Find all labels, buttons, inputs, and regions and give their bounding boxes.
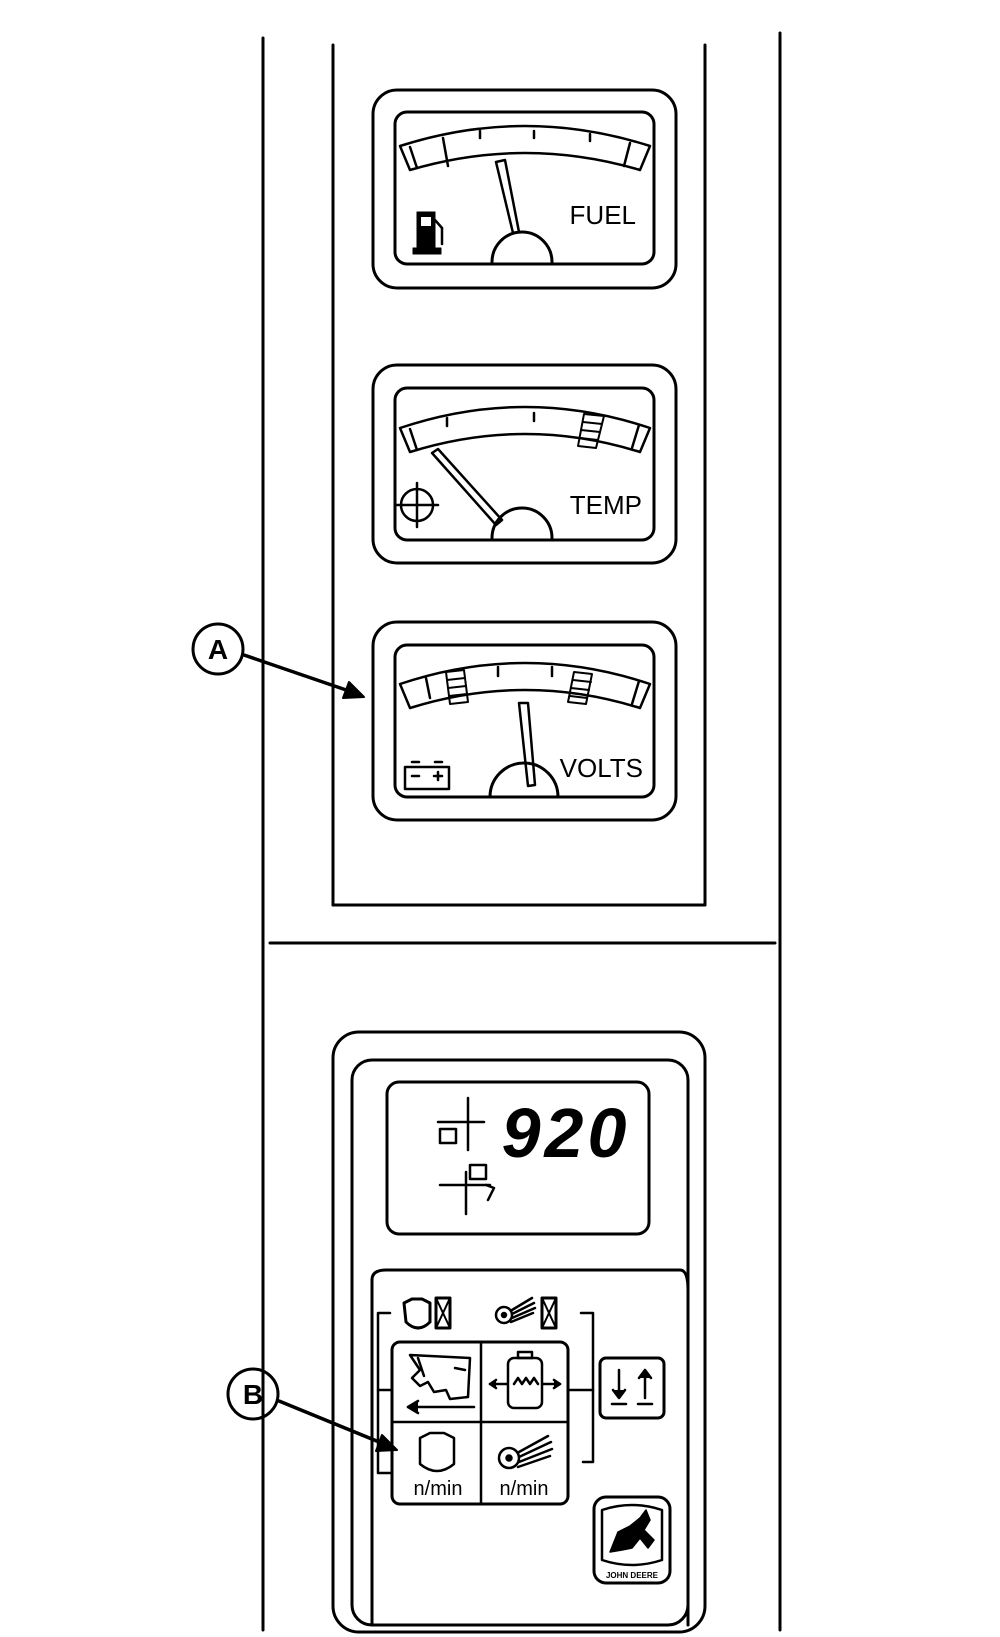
volts-gauge-label: VOLTS — [560, 753, 643, 783]
john-deere-logo: JOHN DEERE — [592, 1495, 672, 1585]
cleaning-fan-button[interactable] — [481, 1342, 568, 1422]
fuel-gauge-label: FUEL — [570, 200, 636, 230]
engine-icon — [418, 1431, 456, 1473]
control-module: 920 — [331, 1030, 707, 1634]
machine-hours-icon — [436, 1096, 486, 1152]
logo-wordmark: JOHN DEERE — [606, 1571, 659, 1580]
battery-icon — [403, 760, 451, 791]
display-readout: 920 — [502, 1094, 631, 1172]
leaping-deer-icon — [609, 1509, 655, 1553]
fuel-gauge: FUEL — [371, 88, 678, 290]
volts-low-zone — [445, 669, 469, 705]
engine-indicator-icon — [402, 1296, 452, 1330]
lcd-display: 920 — [385, 1080, 651, 1236]
increase-decrease-switch[interactable] — [598, 1356, 666, 1420]
console-frame — [261, 31, 782, 1632]
engine-rpm-unit: n/min — [414, 1478, 463, 1500]
fuel-pump-icon — [412, 211, 444, 255]
switch-panel: n/min n/min — [370, 1268, 690, 1627]
fan-speed-icon — [488, 1350, 562, 1410]
rotating-shaft-icon — [497, 1434, 554, 1470]
callout-a: A — [191, 622, 365, 699]
temp-red-zone — [577, 413, 605, 449]
volts-gauge: VOLTS — [371, 620, 678, 822]
shaft-rpm-unit: n/min — [500, 1478, 549, 1500]
callout-b-label: B — [243, 1379, 263, 1410]
down-up-arrows-icon — [610, 1368, 654, 1406]
temp-gauge-label: TEMP — [570, 490, 642, 520]
callout-b: B — [226, 1367, 398, 1452]
ground-speed-button[interactable] — [392, 1342, 481, 1422]
combine-icon — [406, 1353, 476, 1415]
engine-rpm-button[interactable]: n/min — [392, 1422, 481, 1504]
coolant-temperature-icon — [394, 481, 440, 529]
temp-gauge: TEMP — [371, 363, 678, 565]
shaft-indicator-icon — [494, 1296, 558, 1330]
volts-high-zone — [567, 671, 593, 705]
shaft-rpm-button[interactable]: n/min — [481, 1422, 568, 1504]
area-counter-icon — [438, 1163, 496, 1216]
callout-a-label: A — [208, 634, 228, 665]
